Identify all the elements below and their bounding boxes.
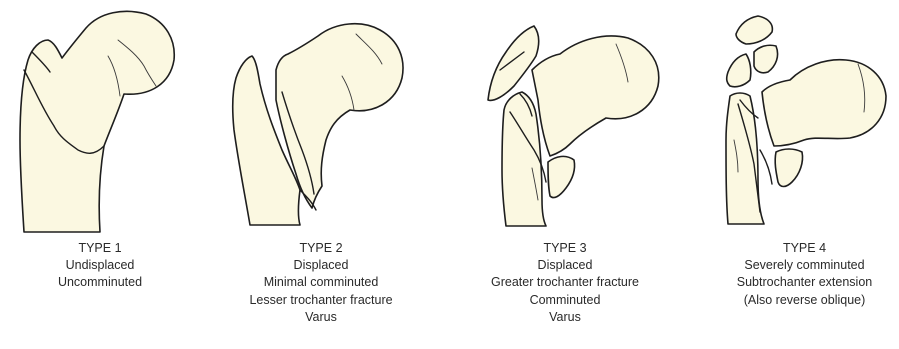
type-2-panel: TYPE 2 Displaced Minimal comminuted Less…: [216, 0, 426, 349]
type-2-line-1: Displaced: [216, 257, 426, 274]
type-4-line-1: Severely comminuted: [710, 257, 899, 274]
type-1-line-2: Uncomminuted: [0, 274, 200, 291]
type-2-title: TYPE 2: [216, 240, 426, 257]
type-3-line-3: Comminuted: [460, 292, 670, 309]
type-4-caption: TYPE 4 Severely comminuted Subtrochanter…: [710, 240, 899, 309]
type-1-line-1: Undisplaced: [0, 257, 200, 274]
type-2-caption: TYPE 2 Displaced Minimal comminuted Less…: [216, 240, 426, 326]
type-2-line-3: Lesser trochanter fracture: [216, 292, 426, 309]
type-4-panel: TYPE 4 Severely comminuted Subtrochanter…: [710, 0, 899, 349]
type-2-line-2: Minimal comminuted: [216, 274, 426, 291]
type-1-panel: TYPE 1 Undisplaced Uncomminuted: [0, 0, 200, 349]
type-4-line-3: (Also reverse oblique): [710, 292, 899, 309]
type-1-caption: TYPE 1 Undisplaced Uncomminuted: [0, 240, 200, 292]
type-4-line-2: Subtrochanter extension: [710, 274, 899, 291]
type-3-line-4: Varus: [460, 309, 670, 326]
type-1-title: TYPE 1: [0, 240, 200, 257]
type-3-line-1: Displaced: [460, 257, 670, 274]
type-3-caption: TYPE 3 Displaced Greater trochanter frac…: [460, 240, 670, 326]
type-4-title: TYPE 4: [710, 240, 899, 257]
type-1-femur-drawing: [0, 0, 200, 240]
type-3-panel: TYPE 3 Displaced Greater trochanter frac…: [460, 0, 670, 349]
type-3-femur-drawing: [460, 0, 670, 240]
type-2-femur-drawing: [216, 0, 426, 240]
type-3-title: TYPE 3: [460, 240, 670, 257]
type-2-line-4: Varus: [216, 309, 426, 326]
type-3-line-2: Greater trochanter fracture: [460, 274, 670, 291]
type-4-femur-drawing: [710, 0, 899, 240]
